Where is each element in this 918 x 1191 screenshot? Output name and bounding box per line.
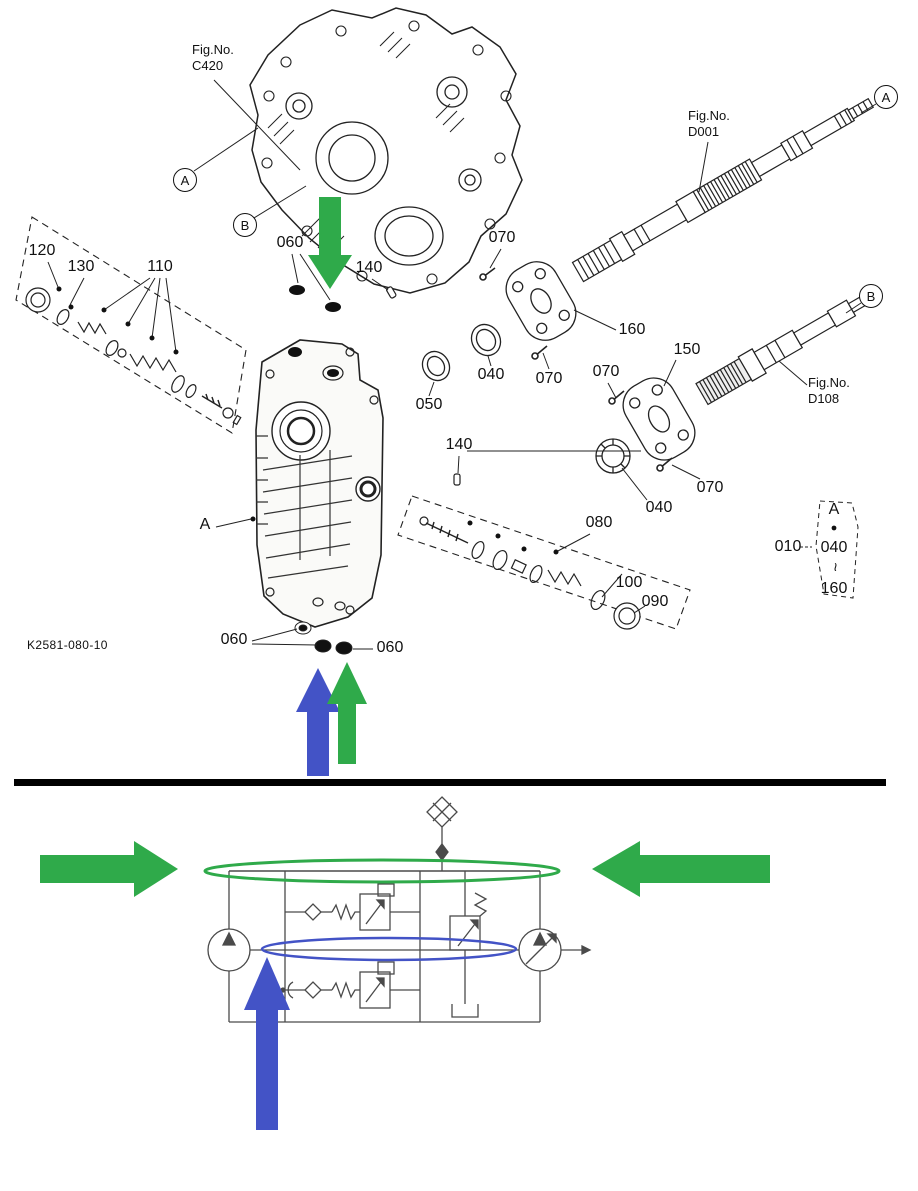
part-label-080: 080: [585, 514, 613, 531]
fig-ref-c420: Fig.No. C420: [192, 42, 234, 73]
part-label-130: 130: [67, 258, 95, 275]
cover-plate-160: [505, 261, 577, 341]
pin-140-lower: [453, 473, 461, 486]
lower-valve-parts-group: [397, 495, 691, 630]
fig-ref-line: D001: [688, 123, 720, 139]
leader-lines: [193, 79, 877, 650]
fig-ref-line: D108: [808, 390, 840, 406]
green-down-arrow: [308, 197, 352, 289]
cap-060-top-pair: [289, 285, 341, 312]
part-label-070-lower: 070: [696, 479, 724, 496]
part-label-100: 100: [615, 574, 643, 591]
valve-body: [255, 339, 384, 628]
bushing-050: [421, 350, 451, 382]
cap-060-bottom-set: [294, 621, 353, 655]
green-right-arrow: [40, 841, 178, 897]
part-label-070-mid: 070: [535, 370, 563, 387]
hydraulic-schematic: [207, 796, 592, 1023]
part-label-050: 050: [415, 396, 443, 413]
view-callout-a-shaft: A: [874, 85, 898, 109]
part-label-120: 120: [28, 242, 56, 259]
view-callout-b: B: [233, 213, 257, 237]
screws-070: [479, 267, 673, 472]
part-label-060-top: 060: [276, 234, 304, 251]
datum-label-a: A: [199, 516, 211, 533]
gear-case-drawing: [249, 7, 523, 294]
fig-ref-d001: Fig.No. D001: [688, 108, 730, 139]
ref-group-code: 010: [774, 538, 802, 555]
ref-group-view: A: [828, 501, 840, 518]
part-label-070-mid2: 070: [592, 363, 620, 380]
part-label-140-lower: 140: [445, 436, 473, 453]
fig-ref-line: Fig.No.: [688, 108, 730, 123]
green-highlight-ellipse: [203, 858, 561, 884]
blue-up-arrow: [296, 668, 340, 776]
part-label-040-top: 040: [477, 366, 505, 383]
section-divider: [14, 779, 886, 786]
cover-plate-150: [622, 377, 696, 461]
part-label-060-bottom-right: 060: [376, 639, 404, 656]
blue-up-arrow-bottom: [244, 957, 290, 1130]
part-label-150: 150: [673, 341, 701, 358]
part-label-160: 160: [618, 321, 646, 338]
left-valve-parts-group: [15, 216, 247, 434]
pto-shaft-d001: [571, 97, 875, 283]
bearing-040-lower: [595, 438, 631, 474]
green-up-arrow: [327, 662, 367, 764]
pin-140-top: [386, 286, 397, 299]
part-label-110: 110: [147, 258, 173, 275]
green-left-arrow: [592, 841, 770, 897]
bearing-040-top: [470, 323, 502, 357]
part-label-060-bottom-left: 060: [220, 631, 248, 648]
part-label-040-lower: 040: [645, 499, 673, 516]
ref-group-tilde: ~: [826, 562, 843, 572]
view-callout-b-shaft: B: [859, 284, 883, 308]
part-label-090: 090: [641, 593, 669, 610]
fig-ref-line: C420: [192, 57, 224, 73]
drawing-number: K2581-080-10: [27, 638, 108, 652]
fig-ref-d108: Fig.No. D108: [808, 375, 850, 406]
ref-group-from: 040: [820, 539, 848, 556]
part-label-140-top: 140: [355, 259, 383, 276]
blue-highlight-ellipse: [260, 936, 518, 962]
shaft-d108: [695, 294, 869, 406]
fig-ref-line: Fig.No.: [192, 42, 234, 57]
fig-ref-line: Fig.No.: [808, 375, 850, 390]
ref-group-to: 160: [820, 580, 848, 597]
view-callout-a: A: [173, 168, 197, 192]
part-label-070-top: 070: [488, 229, 516, 246]
